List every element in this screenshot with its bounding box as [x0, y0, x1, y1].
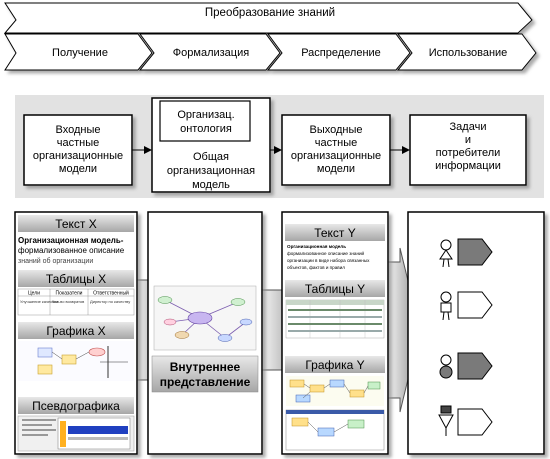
graphics-x-header	[18, 322, 134, 339]
internal-line-2: представление	[160, 375, 251, 389]
input-models-line-2: частные	[57, 137, 100, 149]
ontology-line-1: Организац.	[177, 109, 234, 121]
tables-y-mini-table	[285, 299, 385, 339]
input-models-box	[23, 114, 133, 186]
consumer-2-icon	[440, 291, 493, 321]
consumer-3-icon	[439, 352, 493, 380]
tables-x-header	[18, 270, 134, 287]
input-forms-column: Текст X Организационная модель- формализ…	[14, 211, 138, 455]
process-band	[3, 2, 537, 71]
table-cell-responsible: Директор по качеству	[90, 299, 130, 304]
text-y-line-3: организации в виде набора связанных	[287, 258, 370, 263]
text-y-header	[285, 224, 385, 241]
tables-y-title: Таблицы Y	[305, 282, 365, 296]
text-y-line-1: Организационная модель	[287, 244, 346, 249]
text-x-line-2: формализованное описание	[18, 246, 125, 255]
tasks-box	[409, 114, 527, 186]
output-models-line-3: организационные	[291, 150, 381, 162]
stage-formalization: Формализация	[173, 47, 249, 59]
consumers-column	[407, 211, 545, 455]
tables-y-header	[285, 280, 385, 297]
tasks-line-2: и	[465, 134, 471, 146]
graphics-y-mini-diagram	[285, 376, 385, 451]
tasks-line-4: информации	[435, 160, 501, 172]
table-header-indicators: Показатели	[56, 291, 83, 297]
network-graph	[153, 285, 257, 351]
text-y-line-2: формализованное описание знаний	[287, 250, 365, 256]
text-x-line-1: Организационная модель-	[18, 236, 124, 245]
text-y-title: Текст Y	[314, 226, 356, 240]
stage-usage: Использование	[429, 47, 508, 59]
graphics-y-header	[285, 356, 385, 373]
text-x-title: Текст X	[55, 217, 97, 231]
table-header-responsible: Ответственный	[93, 290, 129, 297]
input-models-line-4: модели	[59, 163, 97, 175]
table-header-goals: Цели	[28, 291, 40, 297]
process-title: Преобразование знаний	[205, 7, 335, 19]
internal-column: Внутреннее представление	[147, 211, 263, 455]
table-cell-goal: Улучшение качества	[20, 299, 59, 304]
tables-x-mini-table: Цели Показатели Ответственный Улучшение …	[17, 288, 135, 316]
pseudo-title: Псевдографика	[32, 399, 120, 413]
graphics-x-title: Графика X	[46, 324, 105, 338]
ontology-line-2: онтология	[180, 123, 232, 135]
output-forms-column: Текст Y Организационная модель формализо…	[281, 211, 389, 455]
general-model-line-3: модель	[192, 179, 230, 191]
input-models-line-1: Входные	[56, 124, 101, 136]
internal-line-1: Внутреннее	[170, 360, 241, 374]
text-x-line-3: знаний об организации	[18, 257, 93, 265]
graphics-x-mini-diagram	[18, 341, 134, 381]
output-models-line-1: Выходные	[309, 124, 362, 136]
pseudo-mini-screenshot	[17, 415, 135, 452]
stage-distribution: Распределение	[301, 47, 381, 59]
input-models-line-3: организационные	[33, 150, 123, 162]
internal-label-box	[151, 355, 259, 393]
tasks-line-3: потребители	[436, 147, 501, 159]
ontology-box	[159, 100, 251, 142]
pseudo-header	[18, 397, 134, 414]
consumer-4-icon	[438, 405, 493, 436]
consumer-1-icon	[439, 238, 493, 268]
table-cell-indicator: Кол-во возвратов	[52, 299, 84, 304]
tasks-line-1: Задачи	[450, 121, 487, 133]
output-models-line-4: модели	[317, 163, 355, 175]
general-model-line-1: Общая	[193, 151, 229, 163]
tables-x-title: Таблицы X	[46, 272, 106, 286]
stage-acquisition: Получение	[52, 47, 108, 59]
text-y-line-4: объектов, фактов и правил	[287, 265, 345, 270]
output-models-line-2: частные	[315, 137, 358, 149]
general-model-line-2: организационная	[167, 165, 255, 177]
graphics-y-title: Графика Y	[305, 358, 364, 372]
text-x-header	[18, 215, 134, 232]
